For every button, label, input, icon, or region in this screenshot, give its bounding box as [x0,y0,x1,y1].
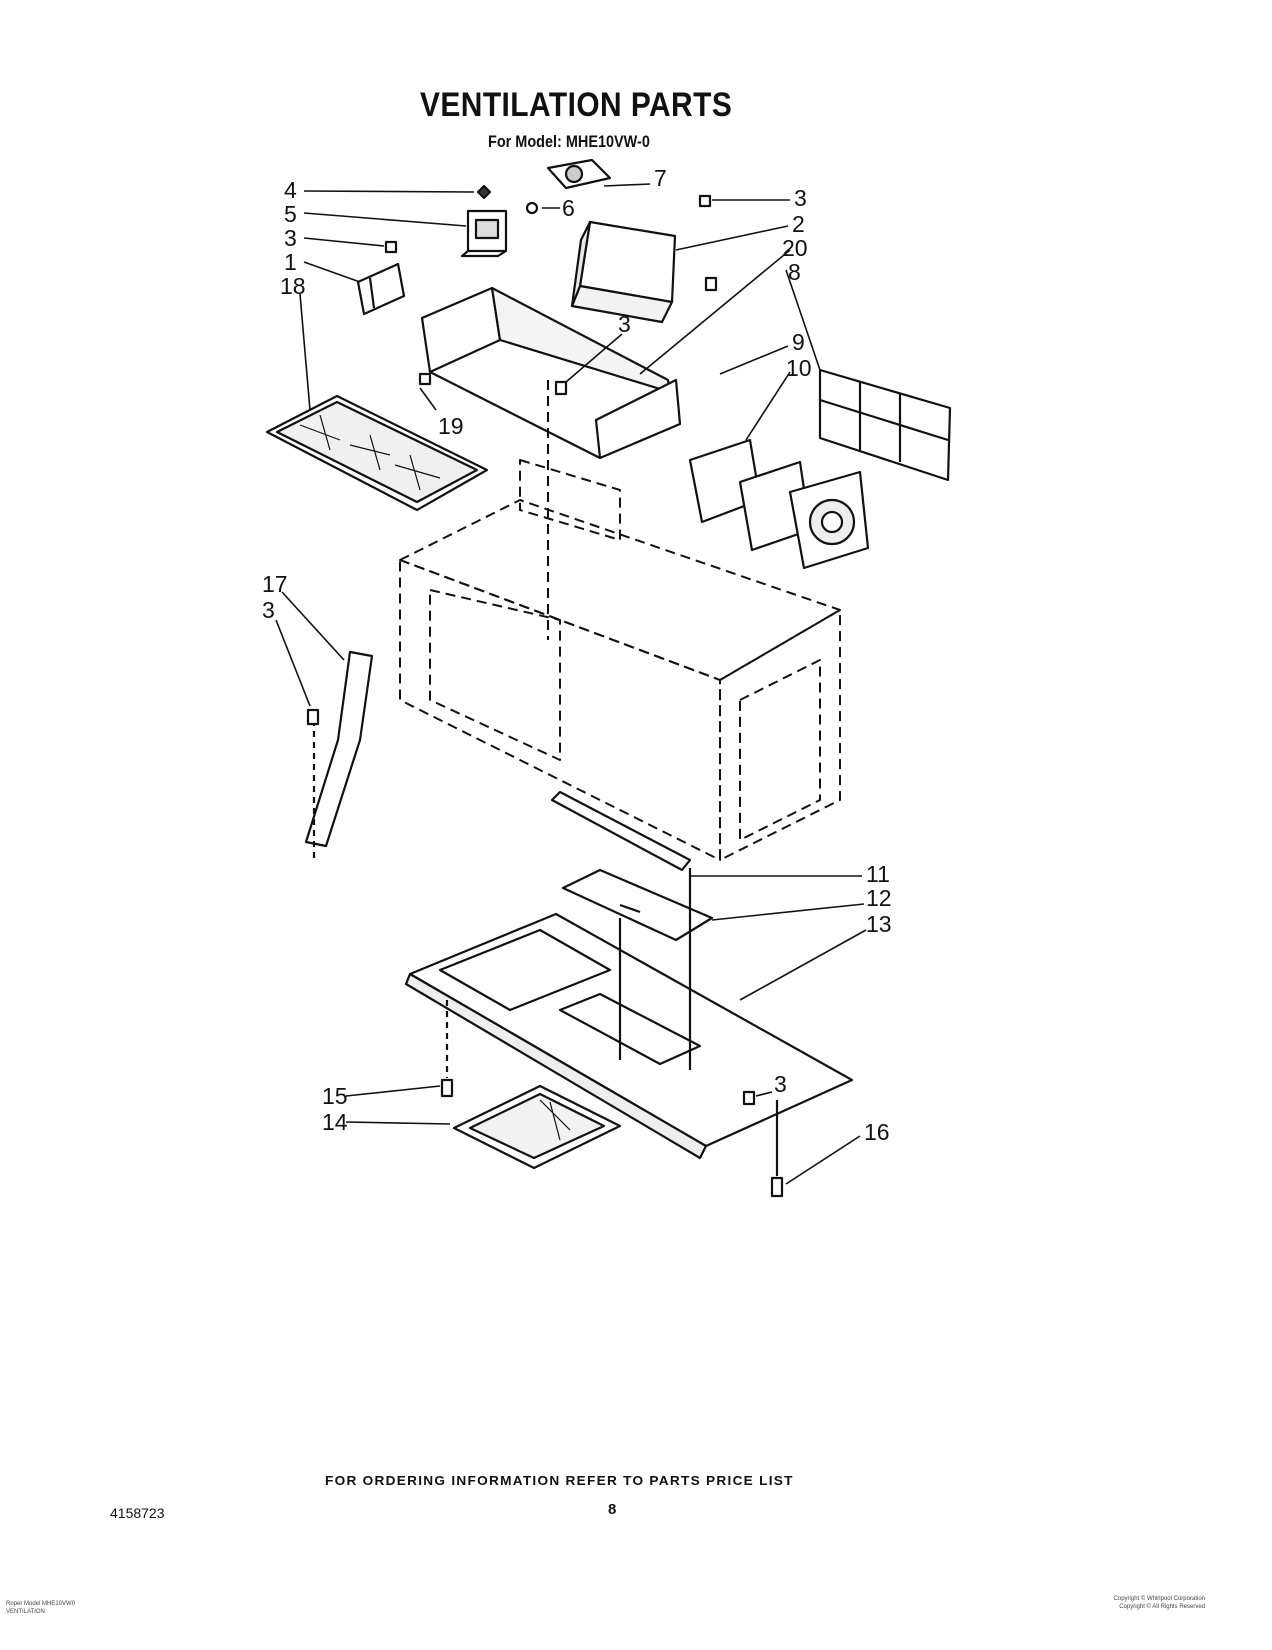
part-cabinet-outline [399,380,841,861]
callout-5: 5 [284,201,297,227]
callout-3b: 3 [794,185,807,211]
callout-7: 7 [654,165,667,191]
callout-1: 1 [284,249,297,275]
part-side-trim [304,650,374,860]
part-thermal-switch [546,158,612,190]
part-charcoal-filter [561,868,714,942]
screws [384,194,784,1198]
copyright-fine-print: Copyright © Whirlpool Corporation Copyri… [1000,1595,1205,1611]
callout-12: 12 [866,885,892,911]
callout-14: 14 [322,1109,348,1135]
leader-lines [275,183,867,1185]
callout-6: 6 [562,195,575,221]
callout-2: 2 [792,211,805,237]
left-fine-print: Roper Model MHE10VW0 VENTILATION [6,1600,75,1616]
page-number: 8 [608,1501,617,1518]
part-vent-cover [570,220,677,324]
callout-3c: 3 [618,311,631,337]
part-grille [265,394,489,512]
copyright-line-1: Copyright © Whirlpool Corporation [1113,1596,1205,1602]
callout-8: 8 [788,259,801,285]
callout-4: 4 [284,177,297,203]
callout-19: 19 [438,413,464,439]
callout-3d: 3 [262,597,275,623]
model-subtitle: For Model: MHE10VW-0 [488,132,650,151]
callout-18: 18 [280,273,306,299]
document-number: 4158723 [110,1505,165,1521]
callout-13: 13 [866,911,892,937]
callout-labels: 4 5 3 1 18 7 6 3 2 20 8 3 9 10 19 17 3 1… [262,165,892,1145]
callout-3e: 3 [774,1071,787,1097]
page-title: VENTILATION PARTS [420,86,733,124]
callout-9: 9 [792,329,805,355]
part-blower-assembly [688,438,870,570]
callout-11: 11 [866,861,890,887]
left-fine-print-line-1: Roper Model MHE10VW0 [6,1601,76,1607]
part-grease-filter [452,1084,622,1170]
left-fine-print-line-2: VENTILATION [6,1609,45,1615]
ordering-note: FOR ORDERING INFORMATION REFER TO PARTS … [325,1473,794,1488]
callout-3a: 3 [284,225,297,251]
part-bottom-plate [404,868,854,1160]
copyright-line-2: Copyright © All Rights Reserved [1119,1604,1205,1610]
part-rail [550,790,692,872]
callout-16: 16 [864,1119,890,1145]
callout-15: 15 [322,1083,348,1109]
callout-10: 10 [786,355,812,381]
part-duct-bracket [420,286,682,460]
part-damper-hinge [460,184,539,258]
part-bracket [356,262,406,316]
callout-17: 17 [262,571,288,597]
callout-20: 20 [782,235,808,261]
part-rear-grille [818,368,952,482]
